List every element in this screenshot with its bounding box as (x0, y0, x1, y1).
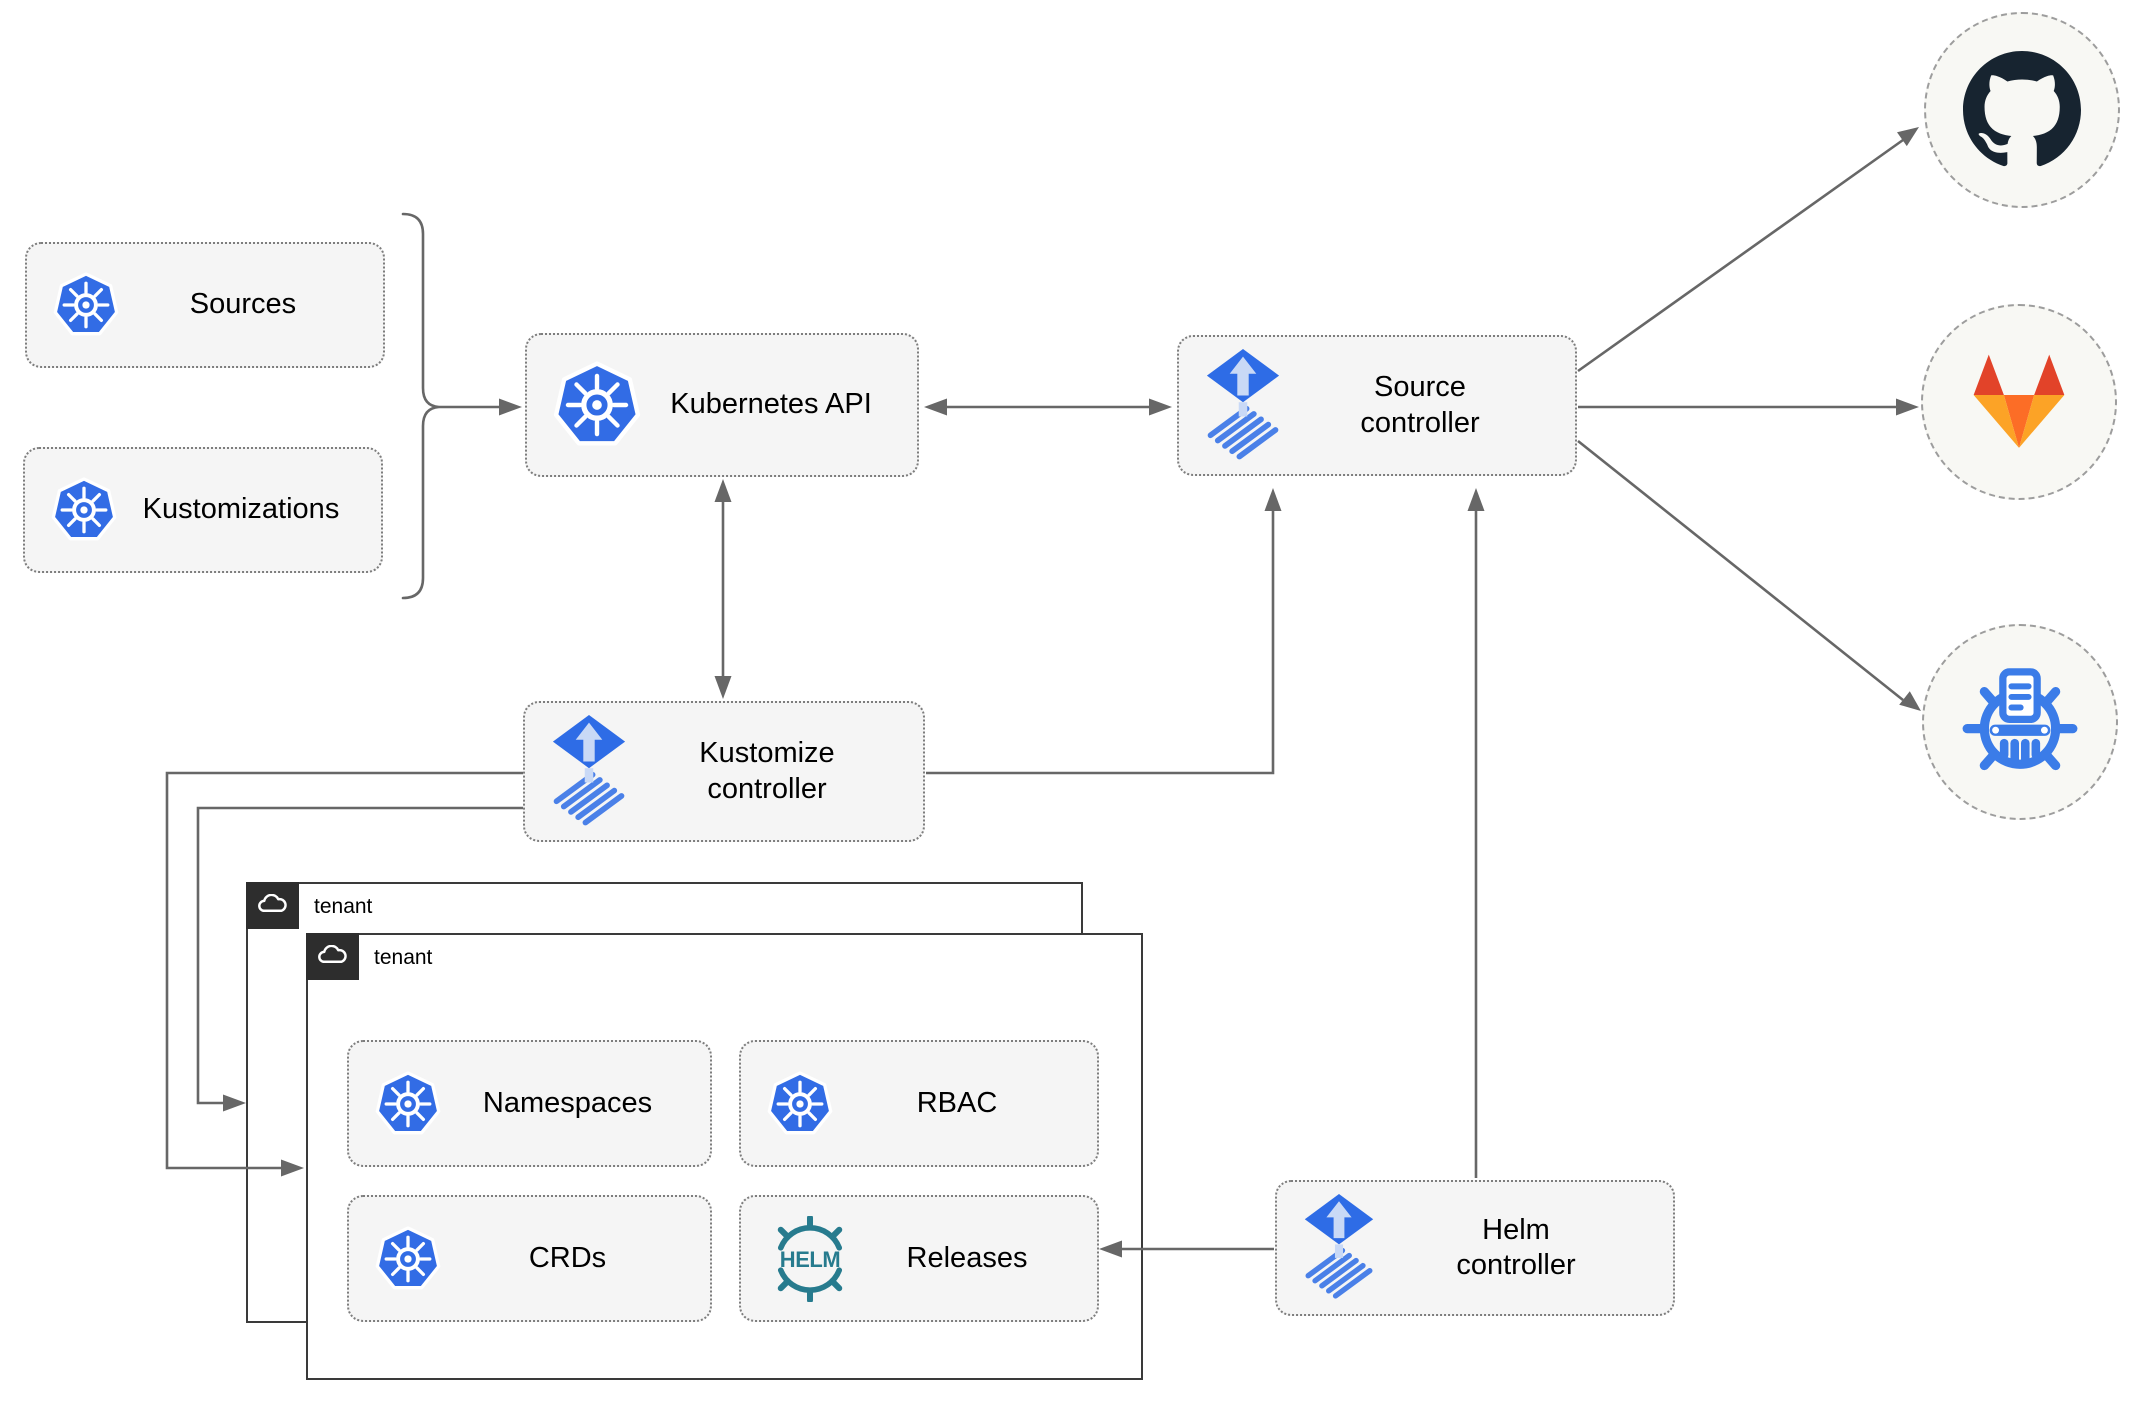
helm-wordmark: HELM (780, 1247, 840, 1272)
kubernetes-icon (553, 361, 641, 449)
node-rbac-label: RBAC (916, 1086, 998, 1119)
cloud-icon (317, 945, 347, 964)
node-kubernetes-api-label: Kubernetes API (670, 388, 872, 421)
edge-kubernetes-api-source-controller (924, 398, 1172, 416)
node-namespaces-label: Namespaces (482, 1086, 653, 1119)
node-releases: HELM Releases (739, 1195, 1099, 1322)
edge-kustomize-to-source-controller (926, 488, 1282, 775)
node-crds: CRDs (347, 1195, 712, 1322)
node-kustomize-controller: Kustomize controller (523, 701, 925, 842)
node-kustomize-controller-label: Kustomize controller (699, 737, 835, 805)
gitlab-icon (1973, 354, 2065, 448)
tenant-outer-tab (245, 881, 299, 929)
node-releases-label: Releases (906, 1241, 1028, 1274)
node-kustomizations-label: Kustomizations (142, 493, 340, 526)
kubernetes-icon (53, 272, 119, 336)
github-icon (1963, 51, 2081, 167)
remote-gitlab (1921, 304, 2117, 500)
edge-kubernetes-api-kustomize-controller (714, 479, 732, 699)
edge-brace-to-kubernetes-api (439, 398, 522, 416)
node-kubernetes-api: Kubernetes API (525, 333, 919, 477)
kubernetes-icon (375, 1225, 441, 1290)
node-helm-controller: Helm controller (1275, 1180, 1675, 1316)
brace-sources-group (401, 212, 440, 600)
remote-github (1924, 12, 2120, 208)
helm-icon: HELM (767, 1216, 853, 1302)
node-sources-label: Sources (189, 288, 297, 321)
tenant-inner-tab (305, 932, 359, 980)
flux-icon (551, 715, 627, 829)
edge-source-controller-to-registry (1577, 439, 1921, 711)
kubernetes-icon (51, 477, 117, 541)
flux-icon (1303, 1194, 1375, 1302)
node-source-controller-label: Source controller (1360, 371, 1480, 439)
node-source-controller: Source controller (1177, 335, 1577, 476)
node-namespaces: Namespaces (347, 1040, 712, 1167)
kubernetes-icon (375, 1070, 441, 1135)
edge-source-controller-to-gitlab (1578, 398, 1919, 416)
tenant-group-inner: tenant Namespaces RBAC CRDs HELM Release… (305, 932, 1143, 1380)
remote-registry (1922, 624, 2118, 820)
edge-helm-to-source-controller (1467, 488, 1485, 1178)
tenant-outer-label: tenant (314, 895, 373, 918)
flux-icon (1205, 349, 1281, 463)
node-helm-controller-label: Helm controller (1456, 1213, 1576, 1281)
tenant-inner-label: tenant (374, 946, 433, 969)
harbor-registry-icon (1954, 656, 2086, 788)
node-kustomizations: Kustomizations (23, 447, 383, 573)
kubernetes-icon (767, 1070, 833, 1135)
node-rbac: RBAC (739, 1040, 1099, 1167)
node-sources: Sources (25, 242, 385, 368)
cloud-icon (257, 894, 287, 913)
edge-source-controller-to-github (1577, 127, 1919, 373)
node-crds-label: CRDs (528, 1241, 607, 1274)
